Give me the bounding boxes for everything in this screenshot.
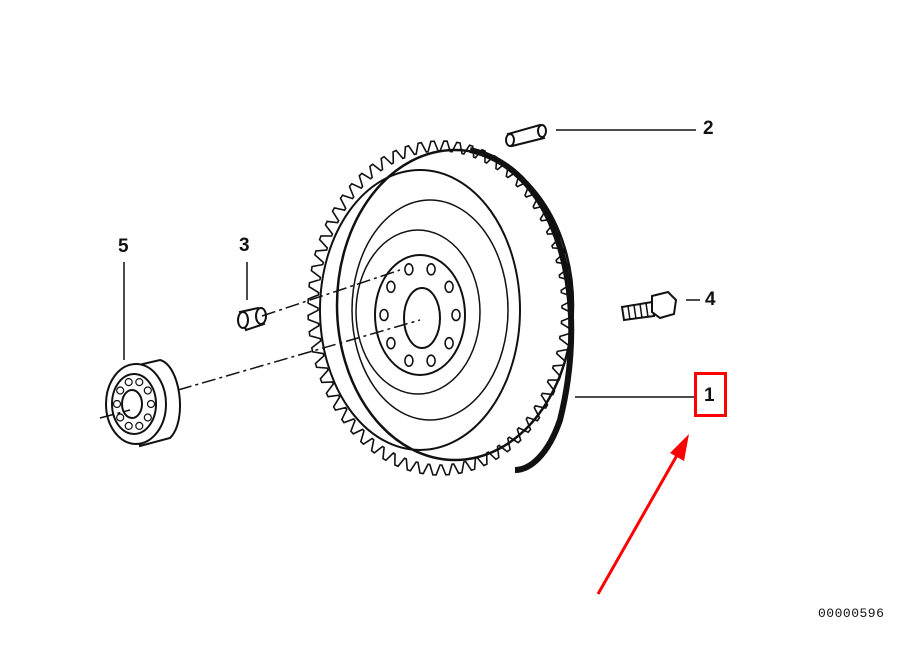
leader-lines	[123, 129, 700, 398]
bolt-hole	[404, 354, 414, 368]
bolt-hole	[451, 308, 461, 322]
bolt-hole	[379, 308, 389, 322]
bearing-ball	[112, 399, 122, 409]
bolt-hole	[404, 262, 414, 276]
sleeve	[237, 306, 267, 332]
bearing-ball	[143, 386, 152, 395]
highlight-box	[694, 372, 727, 417]
bearing-balls	[112, 378, 156, 430]
callout-part-3: 3	[239, 235, 250, 256]
gear-teeth-outline	[307, 140, 573, 476]
bearing-ball	[146, 399, 156, 409]
alignment-lines	[99, 269, 421, 419]
bearing-ball	[116, 413, 125, 422]
bolt-hole	[444, 336, 454, 350]
bolt-hole	[426, 354, 436, 368]
drawing-id: 00000596	[818, 606, 885, 621]
bearing-ball	[143, 413, 152, 422]
bolt-hole	[444, 280, 454, 294]
bolt	[620, 290, 678, 322]
bearing-ball	[124, 378, 133, 387]
callout-part-2: 2	[703, 118, 714, 139]
bolt-holes	[379, 262, 461, 368]
callout-part-4: 4	[705, 289, 716, 310]
callout-part-1: 1	[704, 385, 715, 406]
bearing-ball	[135, 378, 144, 387]
ball-bearing	[105, 358, 181, 448]
highlight-arrow	[596, 434, 689, 595]
ring-gear-teeth	[307, 140, 573, 476]
bearing-ball	[116, 386, 125, 395]
bolt-hole	[386, 280, 396, 294]
callout-part-5: 5	[118, 236, 129, 257]
bolt-hole	[426, 262, 436, 276]
flywheel	[307, 140, 575, 476]
bearing-ball	[124, 421, 133, 430]
dowel-pin	[505, 123, 547, 148]
bolt-hole	[386, 336, 396, 350]
bearing-ball	[135, 421, 144, 430]
